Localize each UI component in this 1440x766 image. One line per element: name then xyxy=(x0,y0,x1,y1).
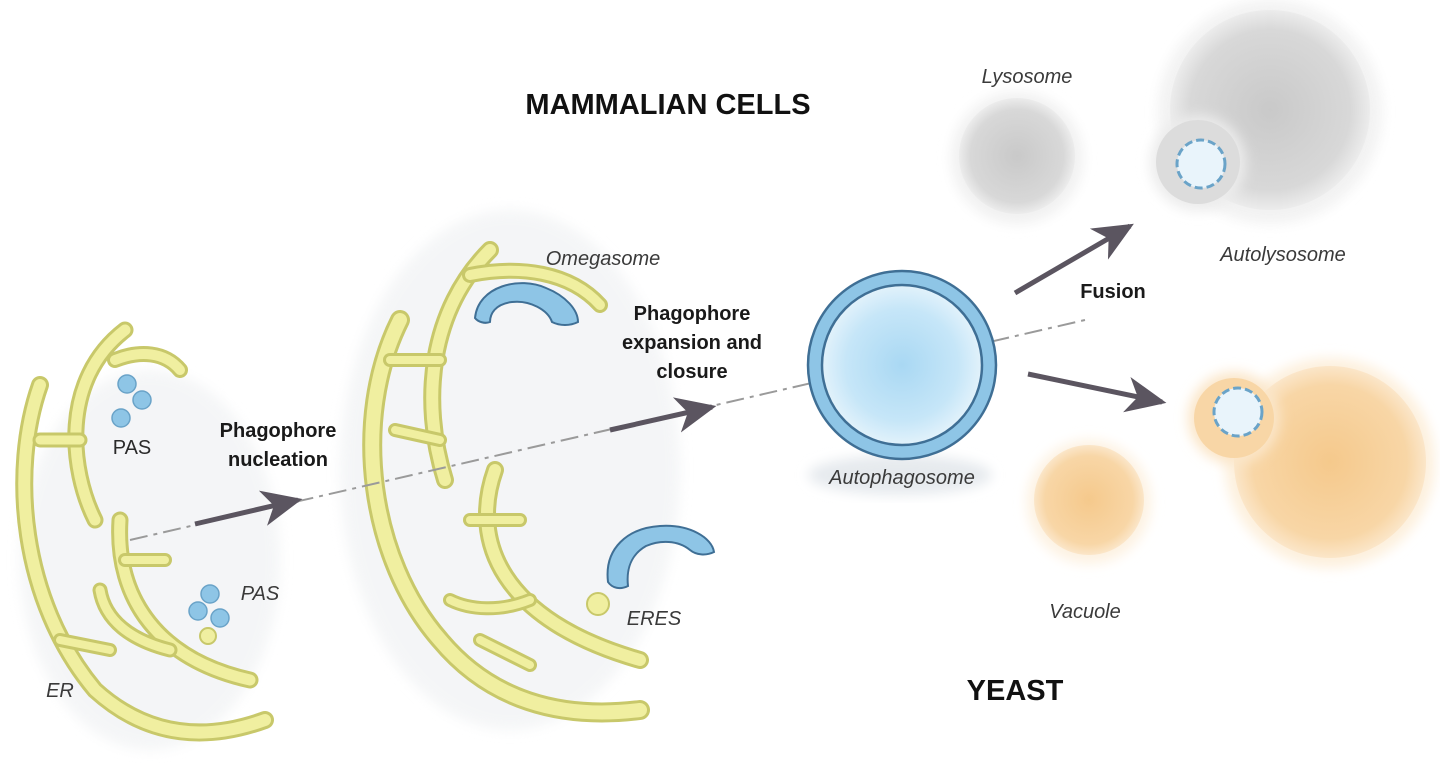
label-eres: ERES xyxy=(627,608,682,630)
label-vacuole: Vacuole xyxy=(1049,601,1121,623)
label-nucleation-2: nucleation xyxy=(228,449,328,471)
autophagosome xyxy=(806,269,998,495)
label-pas-upper: PAS xyxy=(113,437,152,459)
er-left-group xyxy=(15,321,280,750)
arrow-nucleation xyxy=(194,490,303,527)
lysosome xyxy=(951,92,1083,224)
label-expansion-3: closure xyxy=(656,361,727,383)
label-omegasome: Omegasome xyxy=(546,248,661,270)
title-yeast: YEAST xyxy=(967,675,1064,707)
label-expansion-1: Phagophore xyxy=(634,303,751,325)
yeast-vacuole-vesicle xyxy=(1212,386,1264,438)
vacuole xyxy=(1027,440,1151,564)
eres-phagophore xyxy=(606,524,716,590)
arrow-to-vacuole xyxy=(1027,371,1167,413)
yeast-fused-vacuole xyxy=(1188,358,1435,568)
label-expansion-2: expansion and xyxy=(622,332,762,354)
label-nucleation-1: Phagophore xyxy=(220,420,337,442)
label-lysosome: Lysosome xyxy=(982,66,1073,88)
label-autolysosome: Autolysosome xyxy=(1219,244,1346,266)
label-er: ER xyxy=(46,680,74,702)
omegasome-phagophore xyxy=(473,282,580,326)
autolysosome-vesicle xyxy=(1175,138,1227,190)
title-mammalian: MAMMALIAN CELLS xyxy=(525,89,810,121)
arrow-expansion xyxy=(609,397,717,433)
er-middle-group xyxy=(340,210,716,730)
pas-lower-vesicles xyxy=(188,584,230,628)
label-autophagosome: Autophagosome xyxy=(828,467,975,489)
pas-upper-vesicles xyxy=(111,374,152,428)
label-fusion: Fusion xyxy=(1080,281,1146,303)
autolysosome xyxy=(1150,0,1382,224)
arrow-to-autolysosome xyxy=(1013,223,1134,296)
label-pas-lower: PAS xyxy=(241,583,280,605)
